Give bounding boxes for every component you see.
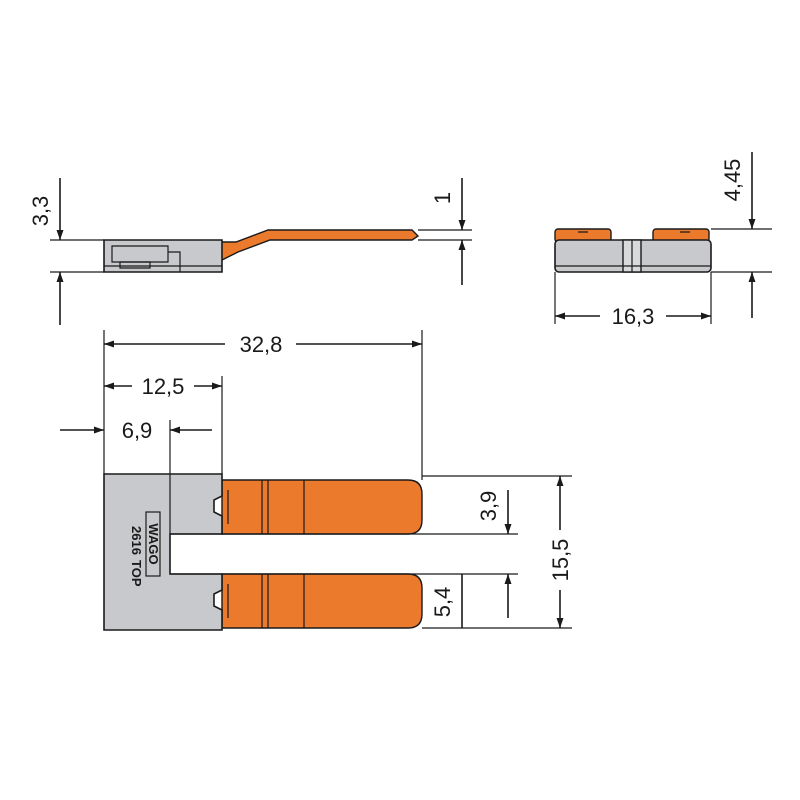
side-housing — [103, 239, 223, 273]
label-height-left: 3,3 — [28, 196, 53, 227]
dim-total-width: 15,5 — [548, 476, 573, 628]
marking-line2: TOP — [129, 560, 144, 587]
label-width-side: 16,3 — [612, 304, 655, 329]
dim-tab-thickness: 1 — [418, 178, 472, 285]
marking-line1: 2616 — [129, 526, 144, 555]
wago-marking: WAGO 2616 TOP — [129, 511, 161, 587]
label-tab-thickness: 1 — [430, 192, 455, 204]
top-contact-lower — [221, 573, 423, 629]
dim-slot-depth: 6,9 — [60, 418, 212, 443]
label-slot-depth: 6,9 — [122, 418, 153, 443]
top-contact-upper — [221, 479, 423, 535]
label-bottom-offset: 5,4 — [430, 587, 455, 618]
label-height-right: 4,45 — [720, 159, 745, 202]
label-housing-length: 12,5 — [142, 374, 185, 399]
extension-lines — [103, 330, 572, 629]
wago-logo-text: WAGO — [146, 523, 161, 564]
dim-height-left: 3,3 — [28, 178, 104, 325]
top-housing — [103, 473, 223, 631]
front-view — [554, 228, 712, 273]
dim-top-offset: 3,9 — [476, 490, 512, 534]
side-contact-tab — [211, 229, 420, 263]
label-total-length: 32,8 — [240, 332, 283, 357]
dim-housing-length: 12,5 — [104, 374, 222, 399]
top-view: WAGO 2616 TOP — [103, 473, 423, 631]
dim-width-side: 16,3 — [554, 272, 712, 329]
dim-total-length: 32,8 — [104, 332, 422, 357]
label-top-offset: 3,9 — [476, 491, 501, 522]
dim-bottom-offset: 5,4 — [430, 574, 512, 628]
label-total-width: 15,5 — [548, 539, 573, 582]
dim-height-right: 4,45 — [711, 152, 772, 318]
side-view — [103, 229, 420, 273]
